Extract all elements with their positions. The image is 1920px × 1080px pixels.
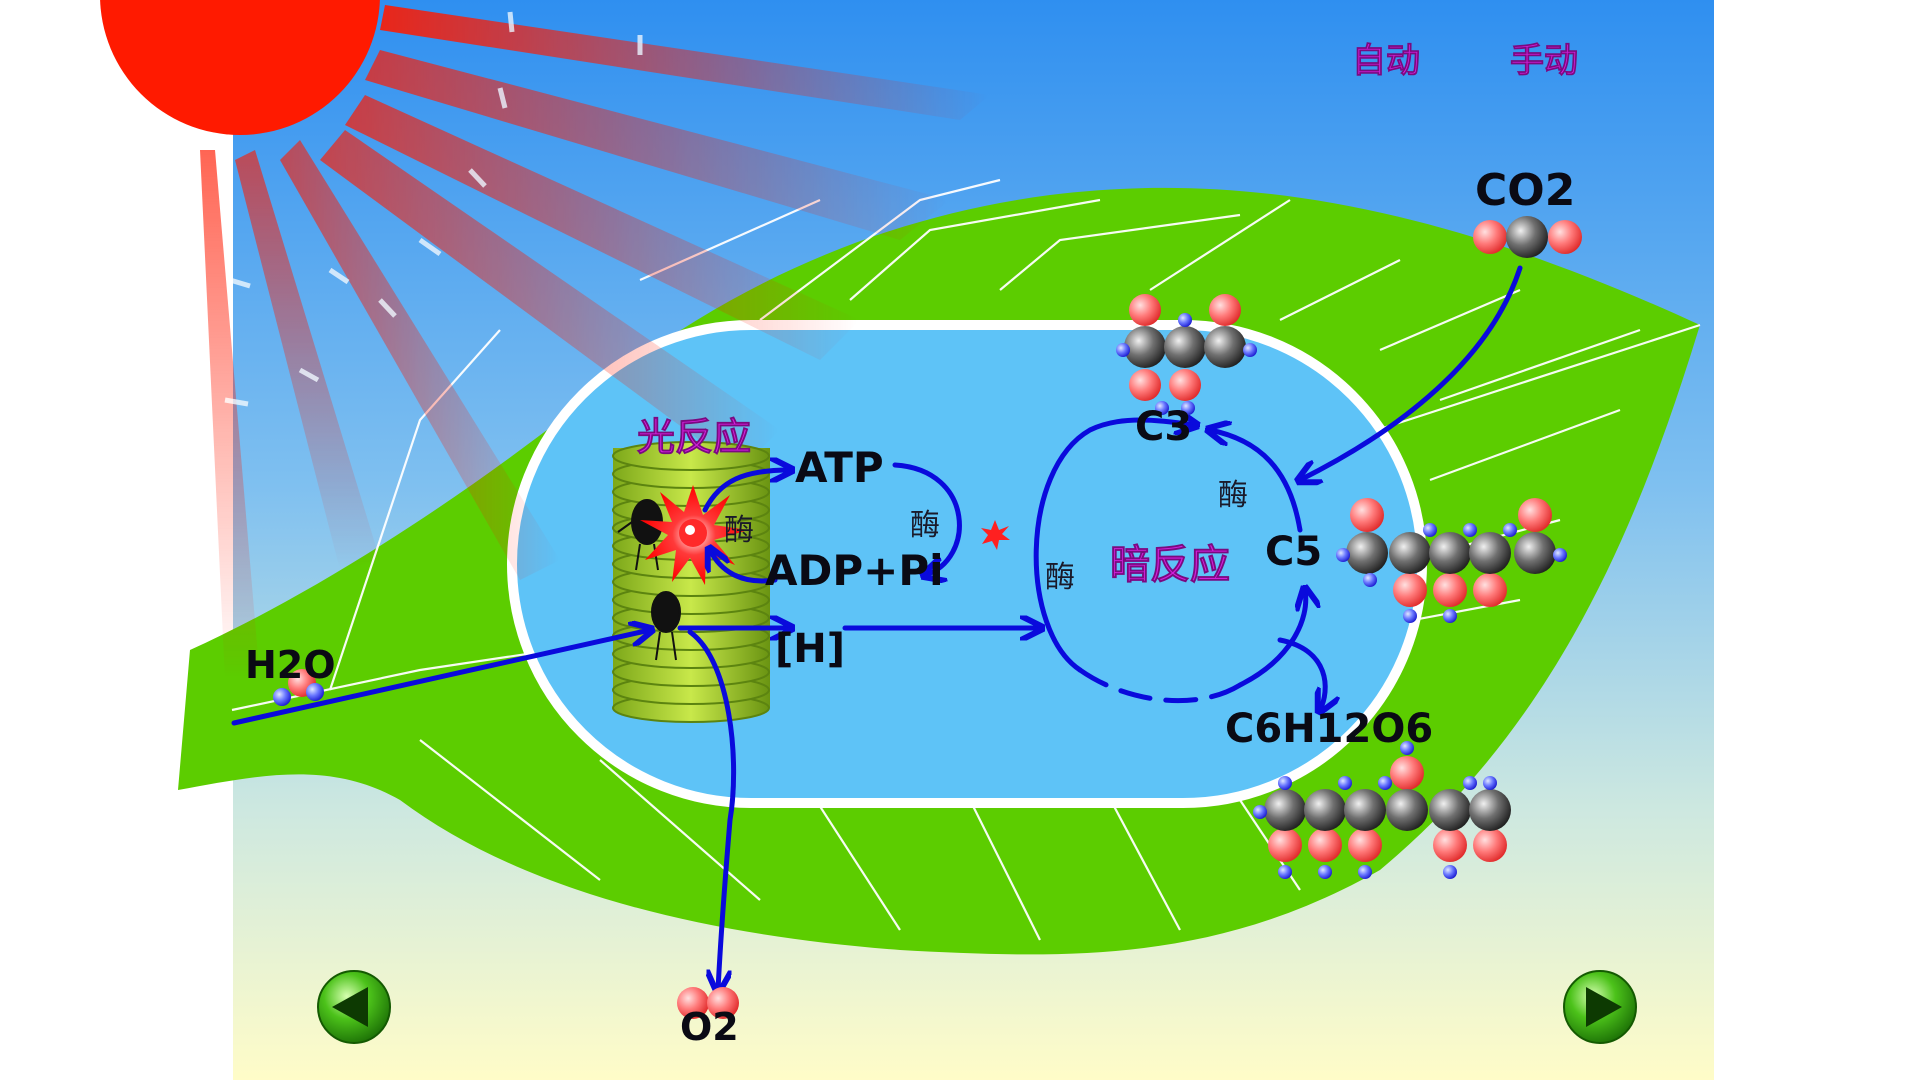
enzyme-label-c5: 酶 <box>1218 478 1248 513</box>
water-inflow-arrow <box>231 630 650 726</box>
right-arrow-icon <box>1586 987 1622 1027</box>
c5-label: C5 <box>1265 529 1322 575</box>
co2-label: CO2 <box>1475 165 1575 216</box>
to-c5-arrow <box>1237 590 1306 688</box>
auto-mode-button[interactable]: 自动 <box>1352 41 1421 82</box>
sun-rays <box>200 5 990 680</box>
small-burst-icon <box>981 520 1010 550</box>
enzyme-label-light: 酶 <box>724 513 754 548</box>
c3-label: C3 <box>1135 404 1192 450</box>
left-arrow-icon <box>332 987 368 1027</box>
dark-reaction-label: 暗反应 <box>1110 542 1230 588</box>
co2-molecule <box>1473 216 1582 258</box>
adp-return-arrow <box>710 550 778 584</box>
enzyme-label-dark: 酶 <box>1045 560 1075 595</box>
manual-mode-button[interactable]: 手动 <box>1510 41 1579 82</box>
pigment-figure-lower <box>651 591 681 661</box>
sun <box>100 0 380 135</box>
flow-arrows <box>231 265 1523 990</box>
oxygen-molecule <box>677 987 739 1019</box>
grana-stack <box>612 441 770 723</box>
h2o-label: H2O <box>245 643 336 687</box>
c5-molecule <box>1336 498 1567 623</box>
co2-inflow-arrow <box>1300 265 1523 480</box>
next-button[interactable] <box>1563 970 1637 1044</box>
calvin-cycle-dashed <box>1077 667 1243 704</box>
glucose-formation-arrow <box>1277 637 1325 710</box>
light-reaction-label: 光反应 <box>637 415 751 459</box>
glucose-molecule <box>1253 741 1511 879</box>
glucose-label: C6H12O6 <box>1225 706 1433 752</box>
oxygen-outflow-arrow <box>687 629 737 990</box>
enzyme-label-atp: 酶 <box>910 508 940 543</box>
prev-button[interactable] <box>317 970 391 1044</box>
c5-to-c3-arrow <box>1210 430 1303 533</box>
atp-label: ATP <box>795 443 884 492</box>
energy-burst-icon <box>640 485 748 585</box>
hydrogen-label: [H] <box>775 626 845 672</box>
c3-molecule <box>1116 294 1257 415</box>
o2-label: O2 <box>680 1005 739 1049</box>
calvin-cycle-arc <box>1033 420 1195 673</box>
water-molecule <box>273 669 324 706</box>
adp-pi-label: ADP+Pi <box>765 546 944 595</box>
atp-formation-arrow <box>702 470 790 513</box>
atp-hydrolysis-arrow <box>892 462 962 575</box>
